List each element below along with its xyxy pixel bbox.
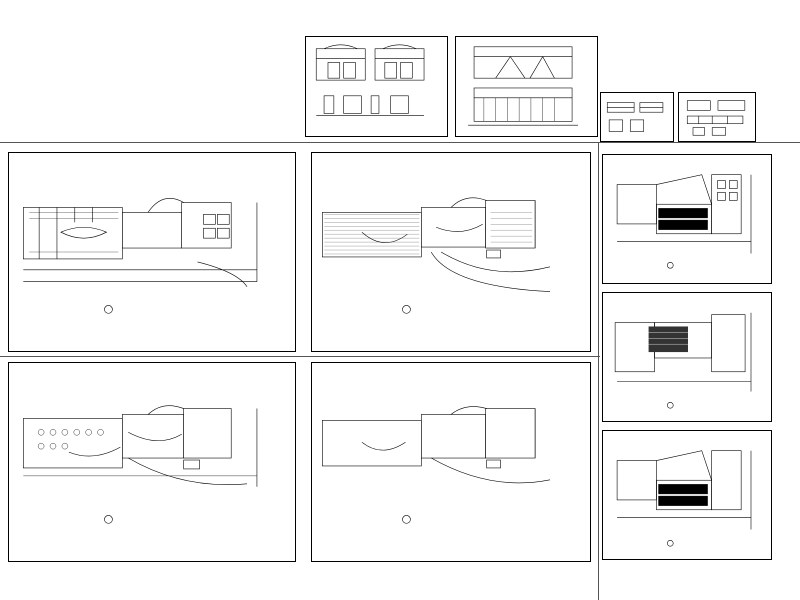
elevation-sheet-1[interactable] — [305, 36, 448, 137]
detail-sheet-2[interactable] — [678, 92, 756, 142]
floor-plan-4[interactable] — [311, 362, 591, 562]
elevation-drawing-1 — [315, 44, 425, 116]
floor-plan-drawing-4 — [322, 406, 551, 524]
column-divider — [598, 142, 599, 600]
floor-plan-drawing-5 — [616, 174, 752, 269]
floor-plan-6[interactable] — [602, 292, 772, 422]
elevation-drawing-2 — [468, 46, 578, 126]
floor-plan-drawing-3 — [23, 405, 258, 524]
floor-plan-1[interactable] — [8, 152, 296, 352]
detail-drawing-2 — [686, 100, 746, 136]
row-divider-middle — [0, 356, 600, 357]
floor-plan-drawing-1 — [23, 198, 258, 314]
detail-sheet-1[interactable] — [600, 92, 674, 142]
floor-plan-7[interactable] — [602, 430, 772, 560]
detail-drawing-1 — [606, 102, 664, 132]
floor-plan-drawing-2 — [322, 197, 551, 314]
floor-plan-3[interactable] — [8, 362, 296, 562]
floor-plan-drawing-7 — [616, 450, 752, 547]
floor-plan-drawing-6 — [614, 312, 752, 409]
floor-plan-5[interactable] — [602, 154, 772, 284]
floor-plan-2[interactable] — [311, 152, 591, 352]
elevation-sheet-2[interactable] — [455, 36, 598, 137]
row-divider-top — [0, 142, 800, 143]
